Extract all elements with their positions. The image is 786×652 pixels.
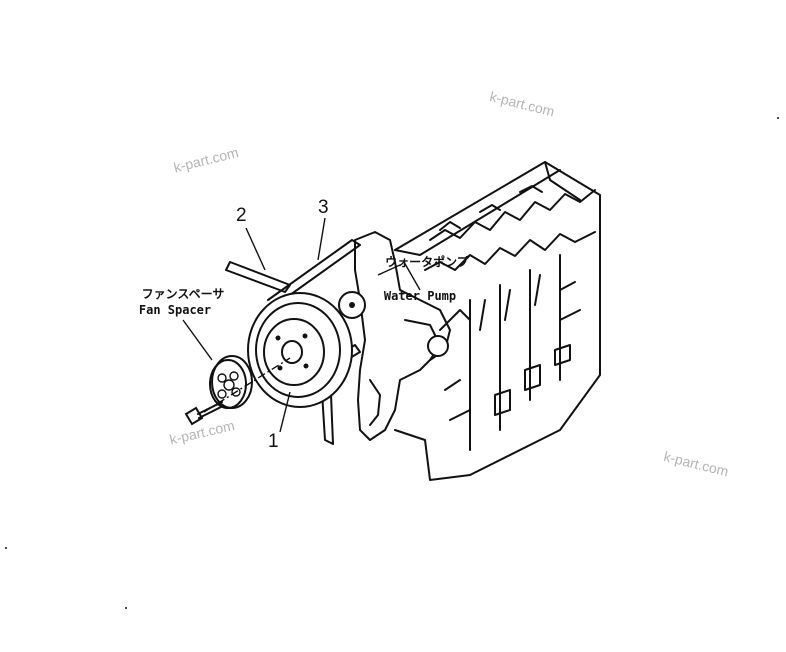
leader-lines xyxy=(182,217,421,433)
fan-spacer-label-jp: ファンスペーサ xyxy=(141,287,225,301)
water-pump-label-jp: ウォータポンプ xyxy=(385,255,469,269)
crankshaft-pulley xyxy=(247,292,353,408)
fan-spacer xyxy=(209,355,253,409)
engine-block xyxy=(394,161,601,481)
fan-spacer-label-en: Fan Spacer xyxy=(138,303,212,317)
callout-part-1: 1 xyxy=(268,431,279,452)
water-pump-label-en: Water Pump xyxy=(383,289,457,303)
callout-part-3: 3 xyxy=(318,197,329,218)
water-pump-housing xyxy=(338,231,451,441)
callout-part-2: 2 xyxy=(236,205,247,226)
belt-2 xyxy=(225,261,291,293)
